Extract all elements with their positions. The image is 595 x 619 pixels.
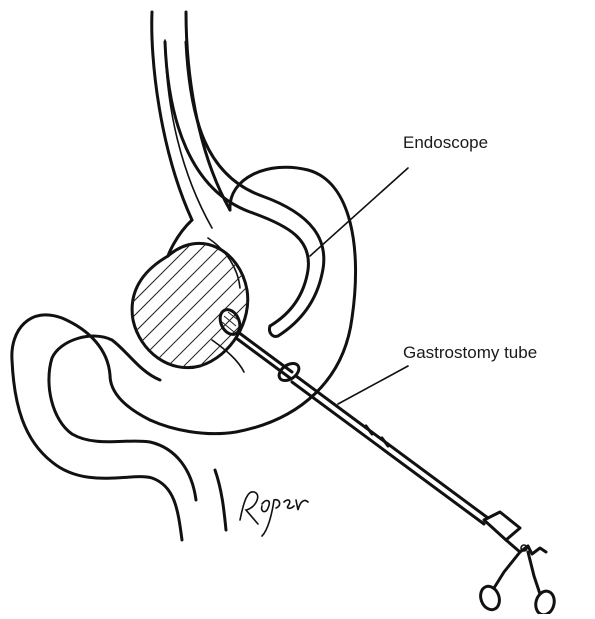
stomach [150, 167, 356, 433]
hatched-mass [120, 230, 266, 388]
endoscope-leader-line [310, 168, 408, 256]
gastrostomy-tube-label: Gastrostomy tube [403, 343, 537, 363]
gastrostomy-tube [216, 306, 488, 524]
endoscope-tube [165, 42, 408, 336]
duodenum-loop [12, 315, 226, 540]
esophagus [152, 12, 230, 228]
endoscope-label: Endoscope [403, 133, 488, 153]
forceps-handle [477, 512, 556, 614]
gastrostomy-leader-line [338, 366, 408, 404]
artist-signature [240, 492, 308, 536]
